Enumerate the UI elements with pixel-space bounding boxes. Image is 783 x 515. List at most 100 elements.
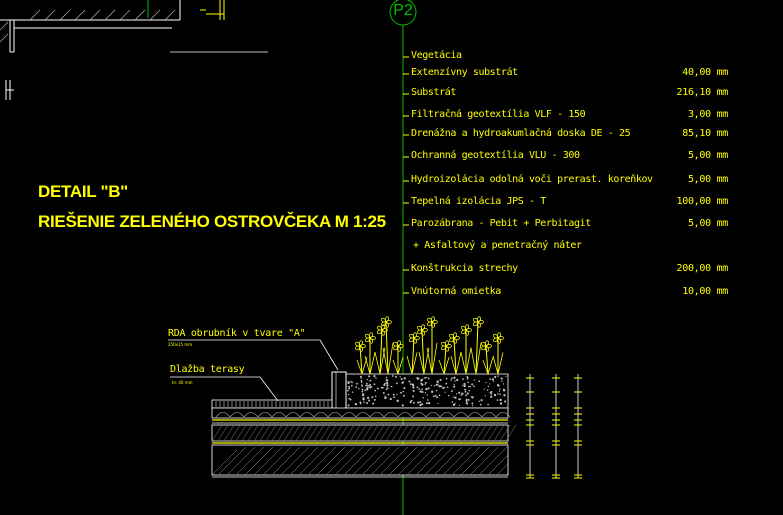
- drainage-cup: [467, 412, 483, 418]
- drainage-cup: [355, 412, 371, 418]
- substrate-grain: [456, 378, 459, 382]
- substrate-grain: [445, 382, 448, 385]
- substrate-grain: [350, 380, 352, 383]
- substrate-grain: [496, 383, 500, 387]
- substrate-grain: [426, 399, 429, 401]
- plant: [381, 316, 394, 375]
- substrate-grain: [368, 399, 371, 402]
- substrate-grain: [450, 379, 452, 381]
- substrate-grain: [471, 402, 474, 405]
- plant: [470, 316, 484, 375]
- substrate-grain: [386, 387, 389, 389]
- plant-petal: [484, 340, 490, 346]
- paving-joints: [215, 401, 329, 407]
- substrate-grain: [465, 402, 468, 405]
- substrate-grain: [396, 393, 398, 396]
- substrate-grain: [463, 384, 466, 388]
- plant-petal: [444, 340, 450, 346]
- plant-petal: [452, 332, 458, 338]
- substrate-grain: [393, 396, 396, 399]
- layer-thickness: 10,00 mm: [682, 286, 728, 297]
- substrate-grain: [382, 387, 384, 389]
- wall-fragment-top: [0, 0, 181, 53]
- substrate-grain: [478, 380, 480, 383]
- substrate-grain: [402, 381, 405, 383]
- insulation-hatch-line: [469, 424, 481, 442]
- plant: [481, 340, 494, 375]
- plant-stem: [418, 351, 425, 375]
- slab-hatch-line: [478, 446, 508, 476]
- insulation-hatch-line: [259, 424, 271, 442]
- axis-bubble-p2: [389, 0, 417, 26]
- substrate-grain: [498, 390, 501, 393]
- substrate-grain: [391, 375, 394, 377]
- substrate-grain: [371, 396, 374, 399]
- substrate-grain: [420, 379, 423, 382]
- drainage-cup: [285, 412, 301, 418]
- substrate-grain: [364, 389, 367, 392]
- plant-stem: [450, 355, 457, 375]
- substrate-grain: [489, 378, 492, 380]
- drainage-cup: [397, 412, 413, 418]
- substrate-grain: [347, 404, 350, 407]
- substrate-grain: [403, 394, 405, 397]
- insulation-hatch-line: [283, 424, 295, 442]
- slab-hatch-line: [217, 446, 247, 476]
- substrate-grain: [399, 376, 401, 378]
- insulation-hatch-line: [307, 424, 319, 442]
- detail-subtitle: RIEŠENIE ZELENÉHO OSTROVČEKA M 1:25: [38, 212, 386, 231]
- insulation-hatch-line: [319, 424, 331, 442]
- slab-hatch-line: [460, 446, 490, 476]
- insulation-hatch-line: [391, 424, 403, 442]
- substrate-grain: [400, 378, 403, 381]
- curb-element: [331, 371, 347, 413]
- insulation-hatch-line: [241, 424, 253, 442]
- substrate-grain: [466, 392, 469, 395]
- insulation-hatch-line: [379, 424, 391, 442]
- drainage-cup: [243, 412, 259, 418]
- substrate-grain: [501, 380, 503, 383]
- substrate-grain: [416, 386, 419, 389]
- plant-stem: [443, 357, 450, 375]
- insulation-hatch-line: [313, 424, 325, 442]
- substrate-grain: [349, 399, 352, 401]
- substrate-grain: [424, 383, 426, 386]
- substrate-grain: [369, 383, 372, 386]
- substrate-grain: [361, 385, 363, 388]
- substrate-grain: [488, 383, 491, 385]
- substrate-grain: [461, 392, 464, 395]
- substrate-grain: [450, 390, 453, 393]
- plant: [364, 332, 376, 375]
- plant-stem: [482, 359, 489, 375]
- detail-title: DETAIL "B": [38, 182, 128, 201]
- substrate-grain: [430, 384, 432, 387]
- substrate-grain: [408, 380, 411, 383]
- layer-label: Tepelná izolácia JPS - T: [411, 196, 546, 207]
- substrate-grain: [445, 377, 448, 380]
- substrate-grain: [402, 390, 405, 393]
- substrate-grain: [464, 388, 467, 391]
- substrate-grain: [421, 383, 424, 386]
- insulation-hatch-line: [505, 424, 517, 442]
- plant-stem: [364, 355, 371, 375]
- plant-stem: [470, 347, 477, 375]
- substrate-grain: [437, 384, 439, 386]
- plant-flower-center: [397, 345, 399, 347]
- substrate-grain: [467, 385, 470, 388]
- slab-hatch-line: [226, 446, 256, 476]
- plant-stem: [392, 359, 399, 375]
- substrate-grain: [458, 398, 461, 401]
- substrate-grain: [452, 396, 454, 398]
- substrate-grain: [366, 396, 370, 399]
- substrate-grain: [421, 391, 424, 394]
- substrate-grain: [454, 396, 457, 399]
- layer-thickness: 5,00 mm: [687, 150, 728, 161]
- substrate-grain: [483, 388, 486, 390]
- slab-hatch-line: [388, 446, 418, 476]
- substrate-grain: [387, 393, 390, 396]
- insulation-hatch-line: [427, 424, 439, 442]
- substrate-grain: [453, 385, 456, 388]
- substrate-grain: [367, 384, 370, 387]
